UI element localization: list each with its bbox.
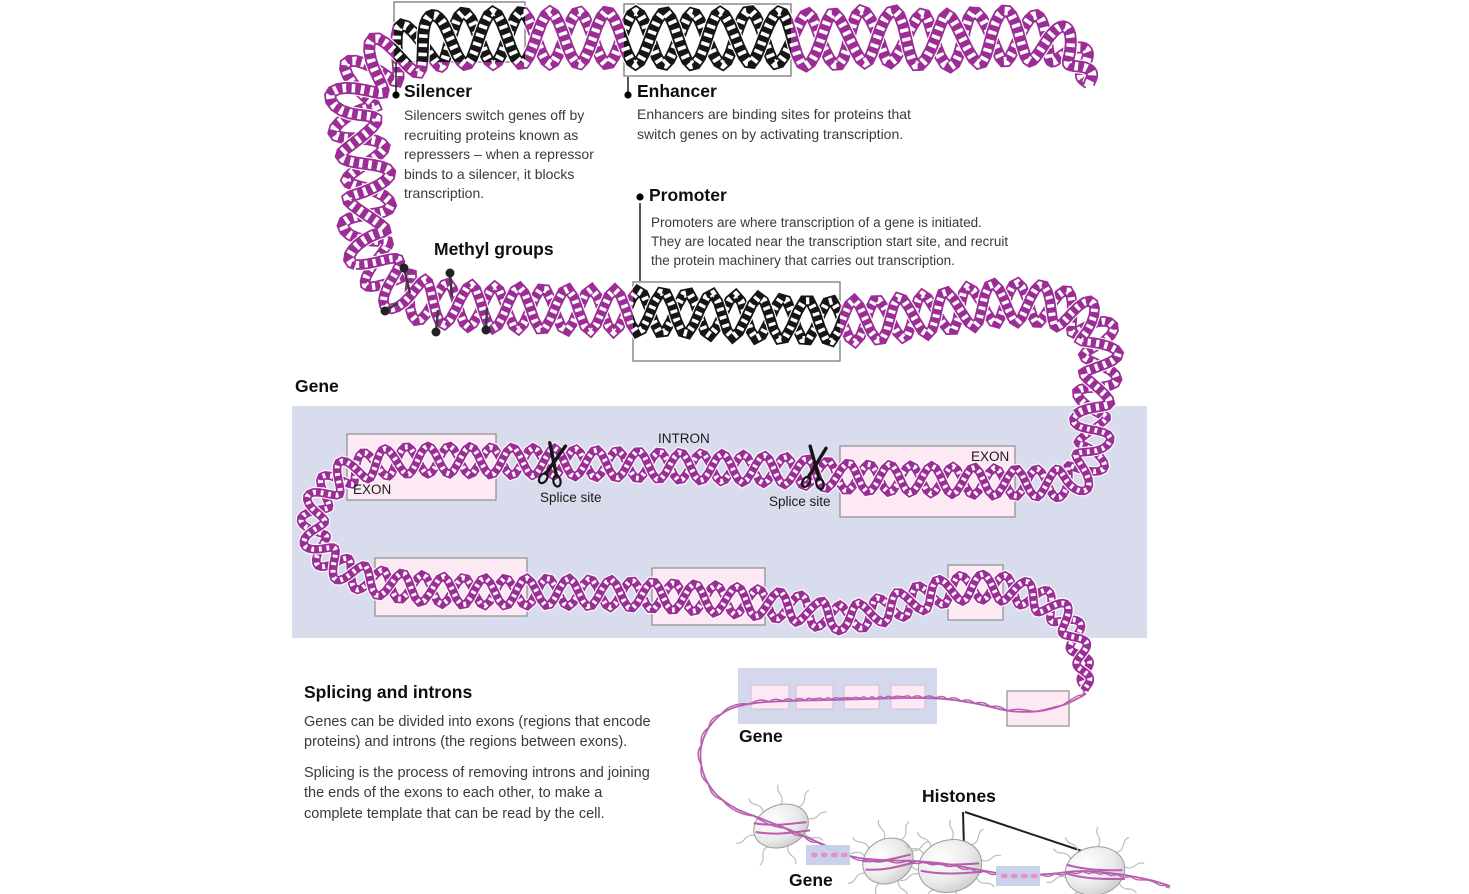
splicing-title: Splicing and introns bbox=[304, 682, 473, 702]
histones-label: Histones bbox=[922, 786, 996, 806]
histone bbox=[1046, 826, 1145, 894]
silencer-description: Silencers switch genes off by recruiting… bbox=[404, 107, 594, 202]
exon-right-label: EXON bbox=[971, 449, 1010, 464]
gene-marker-dash bbox=[1031, 873, 1038, 879]
gene-region-label: Gene bbox=[295, 376, 339, 396]
exon-box bbox=[750, 684, 790, 710]
exon-box bbox=[890, 684, 926, 710]
methyl-groups-label: Methyl groups bbox=[434, 239, 554, 259]
splicing-paragraph-2: Splicing is the process of removing intr… bbox=[304, 765, 650, 822]
exon-box bbox=[1006, 690, 1070, 727]
silencer-title: Silencer bbox=[404, 81, 473, 101]
gene-marker-dash bbox=[1021, 873, 1028, 879]
promoter-title: Promoter bbox=[649, 185, 727, 205]
exon-box bbox=[795, 684, 834, 710]
splicing-paragraph-1: Genes can be divided into exons (regions… bbox=[304, 714, 651, 751]
gene-marker-dash bbox=[831, 852, 838, 858]
promoter-description: Promoters are where transcription of a g… bbox=[651, 215, 1009, 268]
bottom-gene-label: Gene bbox=[789, 870, 833, 890]
exon-left-label: EXON bbox=[353, 482, 392, 497]
scissors-icon bbox=[537, 441, 568, 488]
gene-marker-dash bbox=[1011, 873, 1018, 879]
enhancer-title: Enhancer bbox=[637, 81, 717, 101]
gene-marker-dash bbox=[821, 852, 828, 858]
enhancer-dna-clip bbox=[624, 4, 791, 73]
gene-marker-dash bbox=[1001, 873, 1008, 879]
leader-lines bbox=[392, 62, 644, 281]
gene-marker-dash bbox=[841, 852, 848, 858]
compact-gene-label: Gene bbox=[739, 726, 783, 746]
gene-marker-band bbox=[996, 866, 1040, 886]
methyl-group-marks bbox=[380, 263, 491, 337]
promoter-dna-clip bbox=[633, 282, 840, 349]
splice-site-right-label: Splice site bbox=[769, 494, 831, 509]
histones-pointer-lines bbox=[962, 811, 1086, 853]
scissors-icon bbox=[800, 444, 828, 491]
splice-site-left-label: Splice site bbox=[540, 490, 602, 505]
gene-marker-dash bbox=[811, 852, 818, 858]
gene-marker-band bbox=[806, 845, 850, 865]
intron-label: INTRON bbox=[658, 431, 710, 446]
enhancer-description: Enhancers are binding sites for proteins… bbox=[637, 106, 911, 142]
